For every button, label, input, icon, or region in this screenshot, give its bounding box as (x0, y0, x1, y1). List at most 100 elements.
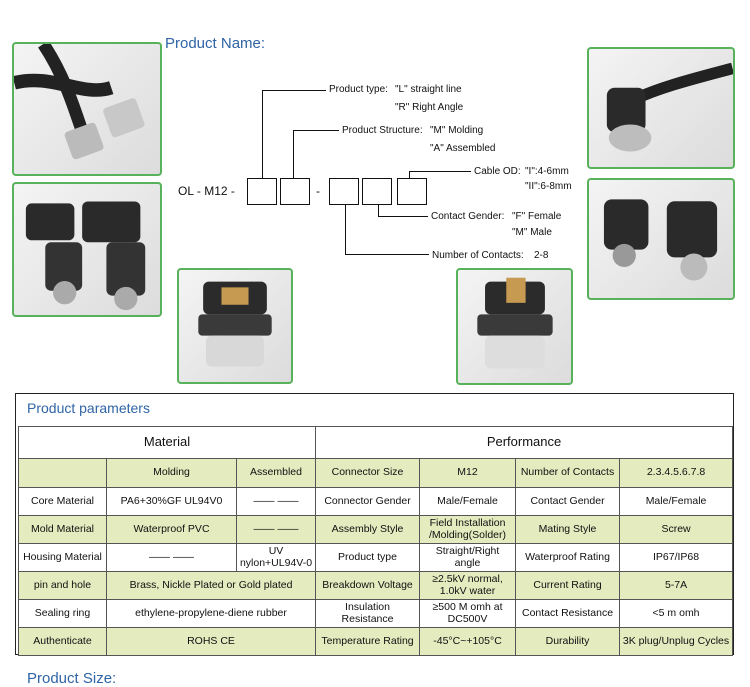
product-type-opt1: "L" straight line (395, 84, 462, 95)
table-row: Core Material PA6+30%GF UL94V0 —— —— Con… (18, 487, 734, 516)
table-cell: Breakdown Voltage (315, 571, 421, 600)
table-cell: Straight/Right angle (419, 543, 517, 572)
table-cell: Assembled (235, 458, 317, 488)
table-cell: Authenticate (18, 627, 107, 656)
table-cell: Contact Gender (515, 487, 621, 516)
table-cell: pin and hole (18, 571, 107, 600)
table-cell: Assembly Style (315, 515, 421, 544)
table-cell: 2.3.4.5.6.7.8 (619, 458, 734, 488)
contact-gender-label: Contact Gender: (431, 211, 505, 222)
material-header: Material (17, 426, 317, 459)
table-cell: Waterproof PVC (106, 515, 237, 544)
cable-connector-icon (25, 201, 146, 311)
straight-connector-pair-photo (12, 42, 162, 176)
cable-od-label: Cable OD: (474, 166, 521, 177)
cable-connector-icon (14, 44, 145, 160)
contact-gender-box (362, 178, 392, 205)
table-cell: —— —— (235, 487, 317, 516)
product-size-heading: Product Size: (27, 670, 117, 687)
table-cell: UV nylon+UL94V-0 (235, 543, 317, 572)
connector-insert-icon (198, 281, 272, 367)
product-parameters-table: Material Performance Molding Assembled C… (17, 426, 734, 656)
table-cell: —— —— (106, 543, 237, 572)
contacts-line-h (345, 254, 429, 255)
table-cell: 3K plug/Unplug Cycles (619, 627, 734, 656)
cable-od-opt2: "II":6-8mm (525, 181, 572, 192)
table-cell: -45°C~+105°C (419, 627, 517, 656)
table-cell: ethylene-propylene-diene rubber (105, 599, 317, 628)
product-structure-opt2: "A" Assembled (430, 143, 496, 154)
product-parameters-heading: Product parameters (27, 400, 150, 416)
product-type-line-h (262, 90, 326, 91)
product-structure-box (280, 178, 310, 205)
table-cell: ROHS CE (105, 627, 317, 656)
table-cell: IP67/IP68 (619, 543, 734, 572)
table-cell: Durability (515, 627, 621, 656)
table-row: Molding Assembled Connector Size M12 Num… (18, 458, 734, 488)
table-cell: Insulation Resistance (315, 599, 421, 628)
table-cell: Product type (315, 543, 421, 572)
table-cell: Housing Material (18, 543, 107, 572)
table-cell: Number of Contacts (515, 458, 621, 488)
connector-insert-icon (477, 277, 553, 369)
table-row: pin and hole Brass, Nickle Plated or Gol… (18, 571, 734, 600)
contact-gender-line-h (378, 216, 428, 217)
table-cell: Current Rating (515, 571, 621, 600)
cable-od-line-v (409, 171, 410, 178)
table-cell: M12 (419, 458, 517, 488)
code-prefix: OL - M12 - (178, 184, 235, 198)
table-cell: Core Material (18, 487, 107, 516)
contacts-line-v (345, 205, 346, 255)
table-cell: Temperature Rating (315, 627, 421, 656)
product-name-heading: Product Name: (165, 35, 266, 52)
right-angle-connector-icon (606, 62, 733, 152)
table-cell: Male/Female (419, 487, 517, 516)
table-cell: Brass, Nickle Plated or Gold plated (105, 571, 317, 600)
table-cell: <5 m omh (619, 599, 734, 628)
table-cell: PA6+30%GF UL94V0 (106, 487, 237, 516)
product-structure-line-v (293, 130, 294, 178)
table-cell: Sealing ring (18, 599, 107, 628)
contacts-box (329, 178, 359, 205)
table-cell: Field Installation /Molding(Solder) (419, 515, 517, 544)
table-cell: —— —— (235, 515, 317, 544)
table-cell: Connector Gender (315, 487, 421, 516)
cable-od-box (397, 178, 427, 205)
table-cell: ≥500 M omh at DC500V (419, 599, 517, 628)
product-structure-label: Product Structure: (342, 125, 423, 136)
product-structure-line-h (293, 130, 339, 131)
table-cell: Molding (106, 458, 237, 488)
contacts-value: 2-8 (534, 250, 549, 261)
table-cell: ≥2.5kV normal, 1.0kV water (419, 571, 517, 600)
table-cell: Waterproof Rating (515, 543, 621, 572)
performance-header: Performance (315, 426, 734, 459)
table-cell (18, 458, 107, 488)
table-cell: Male/Female (619, 487, 734, 516)
table-cell: Contact Resistance (515, 599, 621, 628)
product-structure-opt1: "M" Molding (430, 125, 484, 136)
right-angle-connector-pair-photo (587, 178, 735, 300)
contact-gender-opt1: "F" Female (512, 211, 562, 222)
product-type-line-v (262, 90, 263, 178)
product-type-opt2: "R" Right Angle (395, 102, 464, 113)
table-cell: Mating Style (515, 515, 621, 544)
product-type-label: Product type: (329, 84, 388, 95)
code-dash: - (316, 184, 320, 198)
contact-gender-opt2: "M" Male (512, 227, 552, 238)
table-cell: Mold Material (18, 515, 107, 544)
table-row: Housing Material —— —— UV nylon+UL94V-0 … (18, 543, 734, 572)
table-row: Sealing ring ethylene-propylene-diene ru… (18, 599, 734, 628)
product-type-box (247, 178, 277, 205)
assembled-connector-insert-photo (177, 268, 293, 384)
contact-gender-line-v (378, 205, 379, 217)
cable-od-line-h (409, 171, 471, 172)
table-cell: 5-7A (619, 571, 734, 600)
table-cell: Screw (619, 515, 734, 544)
cable-od-opt1: "I":4-6mm (525, 166, 569, 177)
right-angle-connector-icon (603, 199, 718, 281)
table-row: Authenticate ROHS CE Temperature Rating … (18, 627, 734, 656)
right-angle-cable-connector-photo (587, 47, 735, 169)
contacts-label: Number of Contacts: (432, 250, 524, 261)
assembled-connector-insert-photo-2 (456, 268, 573, 385)
table-row: Mold Material Waterproof PVC —— —— Assem… (18, 515, 734, 544)
